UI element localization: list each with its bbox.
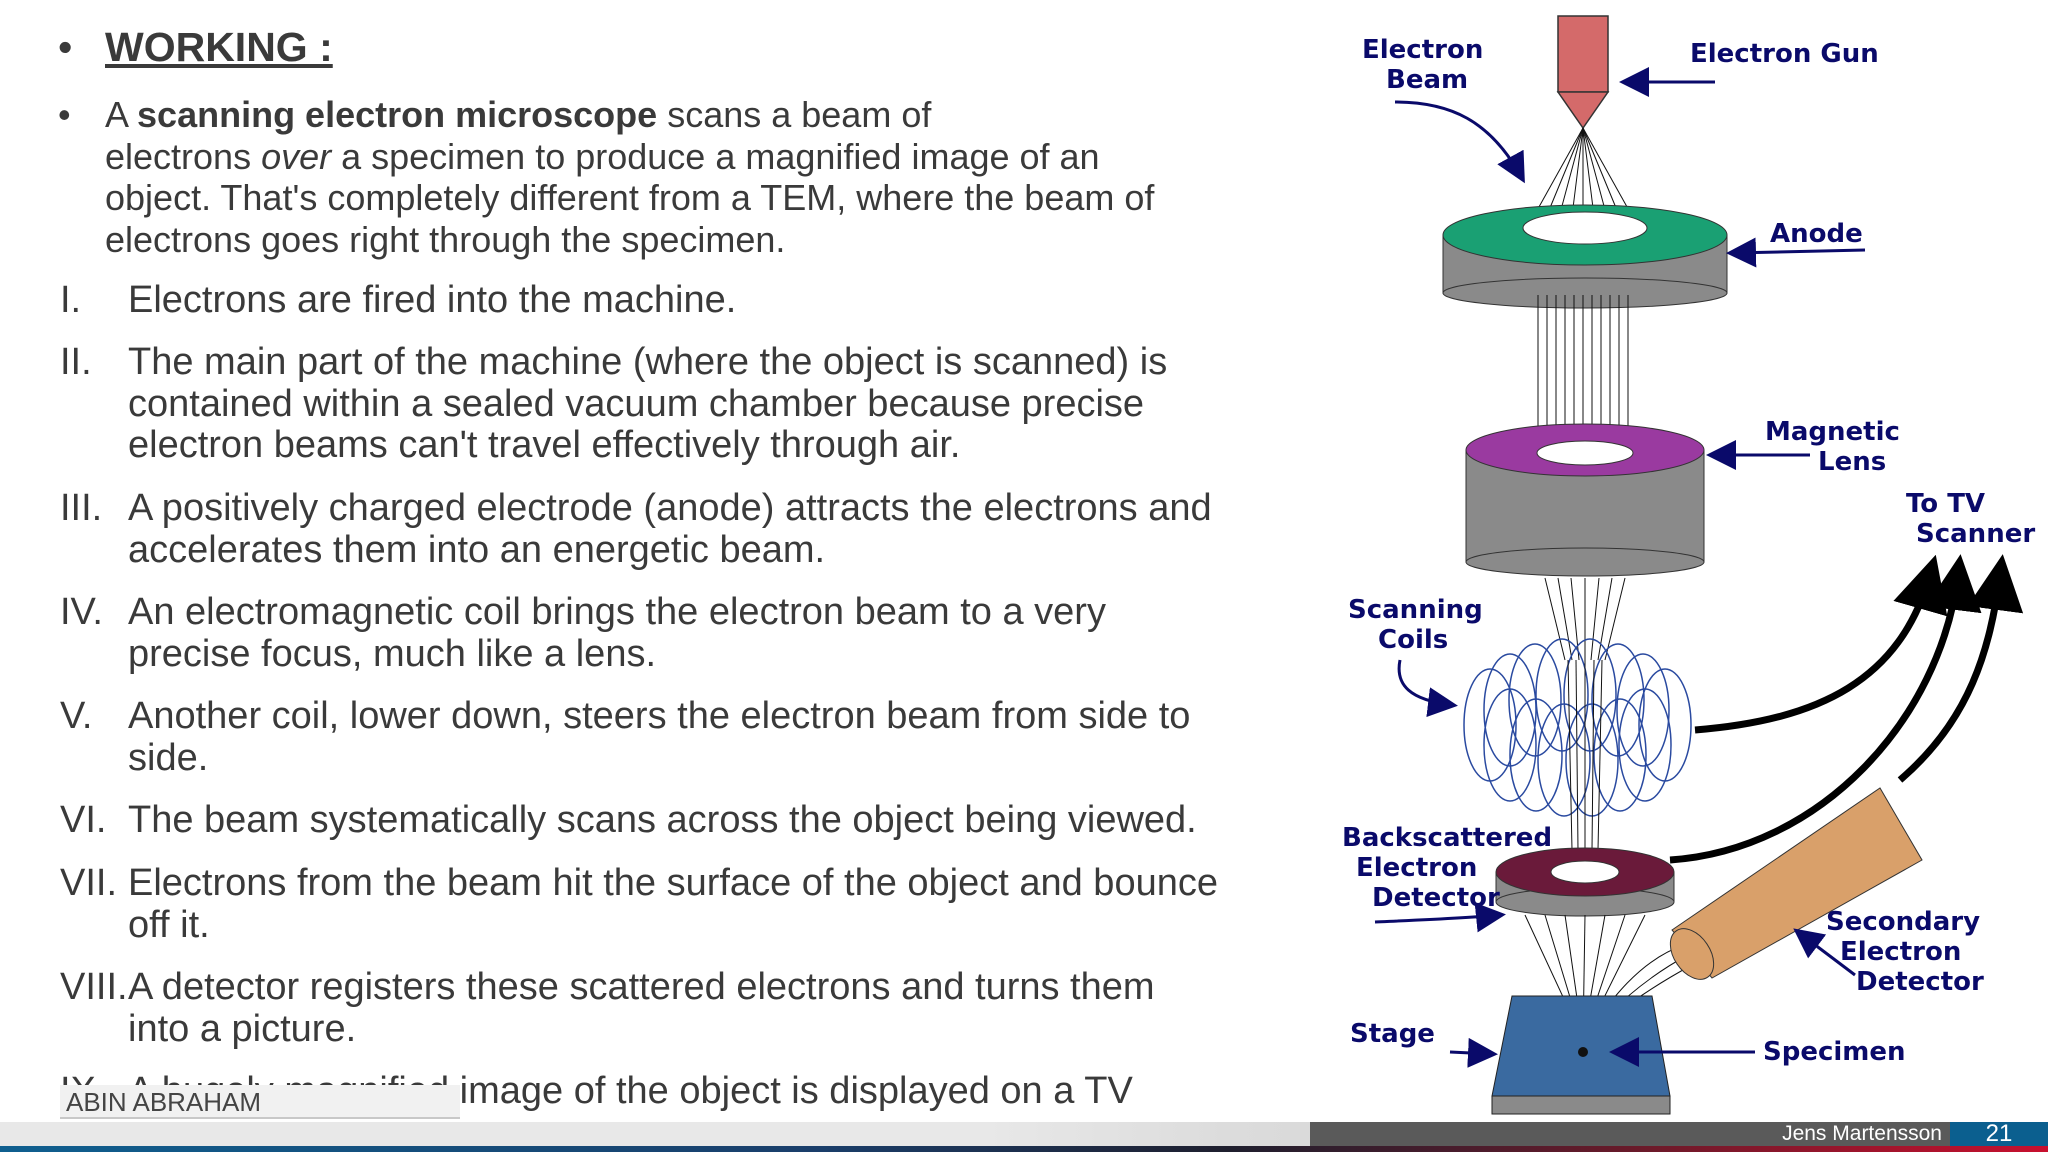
label-to-tv-1: To TV [1906,489,1985,519]
intro-text: A scanning electron microscope scans a b… [105,94,1285,260]
step-text: An electromagnetic coil brings the elect… [128,592,1288,675]
label-secondary-2: Electron [1840,937,1961,967]
footer-credit: Jens Martensson [1310,1122,1950,1146]
label-backscattered-3: Detector [1372,883,1500,913]
intro-rest: scans a beam of [657,94,931,135]
step-line: precise focus, much like a lens. [128,634,1288,676]
step-line: An electromagnetic coil brings the elect… [128,592,1288,634]
page-number: 21 [1950,1122,2048,1146]
step-number: I. [60,280,130,322]
beam-coil-lines [1568,660,1602,850]
intro-line2-pre: electrons [105,136,261,177]
step-line: into a picture. [128,1009,1288,1051]
step-number: VI. [60,800,130,842]
heading-text: WORKING : [105,26,1285,68]
step-line: A positively charged electrode (anode) a… [128,488,1288,530]
step-text: Another coil, lower down, steers the ele… [128,696,1288,779]
intro-line3: object. That's completely different from… [105,177,1285,219]
footer-color-strip [0,1146,2048,1152]
step-number: VII. [60,863,130,905]
label-to-tv-2: Scanner [1916,519,2035,549]
step-line: The beam systematically scans across the… [128,800,1288,842]
step-line: Another coil, lower down, steers the ele… [128,696,1288,738]
step-number: IV. [60,592,130,634]
beam-middle [1545,578,1625,660]
stage [1492,996,1670,1114]
slide-text-column: • WORKING : • A scanning electron micros… [0,0,1260,1152]
label-secondary-3: Detector [1856,967,1984,997]
step-number: VIII. [60,967,130,1009]
label-electron-gun: Electron Gun [1690,39,1879,69]
label-electron-beam-2: Beam [1386,65,1468,95]
step-text: A detector registers these scattered ele… [128,967,1288,1050]
intro-line4: electrons goes right through the specime… [105,219,1285,261]
step-text: A positively charged electrode (anode) a… [128,488,1288,571]
step-line: Electrons from the beam hit the surface … [128,863,1288,905]
label-backscattered-2: Electron [1356,853,1477,883]
footer-author: ABIN ABRAHAM [60,1085,460,1119]
step-text: Electrons from the beam hit the surface … [128,863,1288,946]
intro-line2-em: over [261,136,331,177]
intro-line2-post: a specimen to produce a magnified image … [331,136,1099,177]
step-text: The main part of the machine (where the … [128,342,1288,467]
step-number: V. [60,696,130,738]
label-specimen: Specimen [1763,1037,1906,1067]
bullet-dot: • [58,26,88,68]
sem-diagram: Electron Beam Electron Gun Anode Magneti… [1300,0,2048,1120]
label-anode: Anode [1770,219,1863,249]
beam-column [1538,295,1628,440]
step-line: The main part of the machine (where the … [128,342,1288,384]
step-number: II. [60,342,130,384]
magnetic-lens [1466,424,1704,576]
label-magnetic-2: Lens [1818,447,1886,477]
step-line: electron beams can't travel effectively … [128,425,1288,467]
step-line: contained within a sealed vacuum chamber… [128,384,1288,426]
label-backscattered-1: Backscattered [1342,823,1552,853]
bullet-dot: • [58,94,88,136]
step-line: Electrons are fired into the machine. [128,280,1288,322]
step-line: off it. [128,905,1288,947]
step-line: accelerates them into an energetic beam. [128,530,1288,572]
label-scanning-1: Scanning [1348,595,1483,625]
anode-ring [1443,205,1727,308]
step-line: A detector registers these scattered ele… [128,967,1288,1009]
label-electron-beam-1: Electron [1362,35,1483,65]
label-scanning-2: Coils [1378,625,1448,655]
label-secondary-1: Secondary [1826,907,1980,937]
step-number: III. [60,488,130,530]
step-text: The beam systematically scans across the… [128,800,1288,842]
intro-bold: scanning electron microscope [137,94,657,135]
electron-gun [1558,16,1608,128]
backscattered-detector [1496,848,1674,916]
label-magnetic-1: Magnetic [1765,417,1900,447]
intro-lead: A [105,94,137,135]
step-line: side. [128,738,1288,780]
signal-arrows [1670,575,2000,860]
label-stage: Stage [1350,1019,1435,1049]
step-text: Electrons are fired into the machine. [128,280,1288,322]
